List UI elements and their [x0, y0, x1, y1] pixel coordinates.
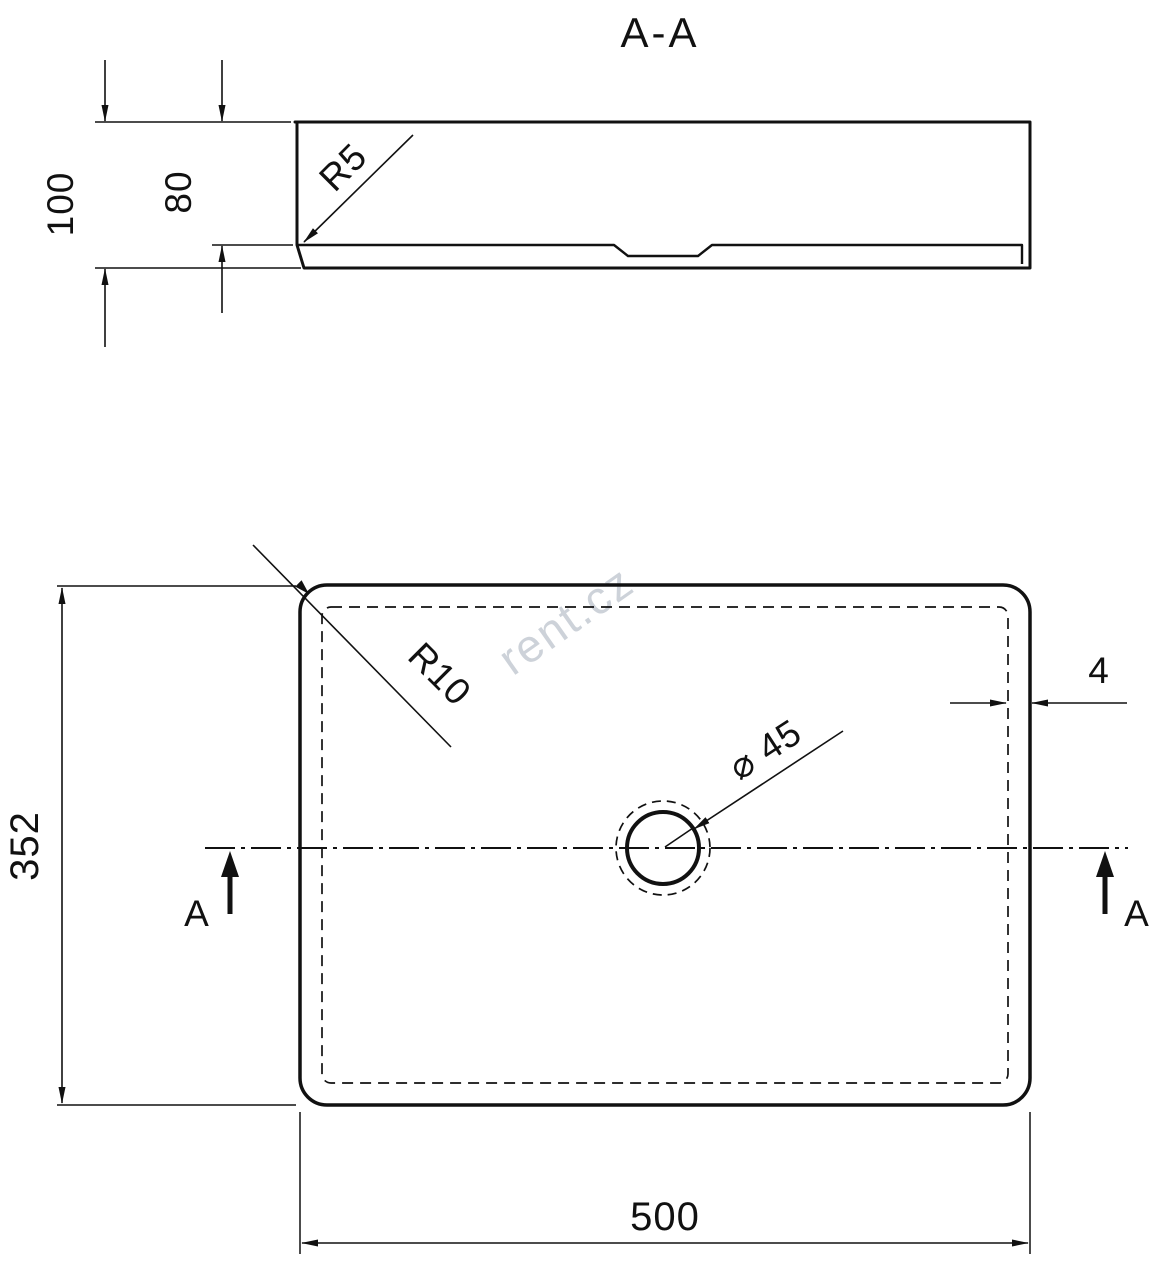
drain-diameter-label: ⌀ 45 — [721, 711, 809, 788]
section-cut-marker-right: A — [1096, 851, 1150, 934]
plan-inner-dashed-outline — [321, 606, 1009, 1084]
section-cut-arrowhead-left — [221, 851, 239, 877]
drain-leader — [693, 730, 844, 830]
r5-leader — [303, 134, 414, 243]
r10-label: R10 — [400, 635, 479, 714]
drain-hole-circle — [625, 810, 701, 886]
section-outline — [293, 120, 1032, 270]
section-marker-a-left-label: A — [184, 893, 210, 934]
section-cut-marker-left: A — [184, 851, 239, 934]
r10-leader — [252, 544, 452, 748]
section-basin-bottom-line — [298, 243, 1024, 264]
drain-leader-inner — [664, 827, 694, 848]
dim-80-label: 80 — [158, 170, 199, 213]
section-cut-arrowhead-right — [1096, 851, 1114, 877]
plan-outer-outline — [298, 583, 1032, 1107]
section-marker-a-right-label: A — [1124, 893, 1150, 934]
section-view: 100 80 R5 — [40, 60, 1032, 347]
dim-100-label: 100 — [40, 172, 81, 237]
dim-352-label: 352 — [3, 811, 47, 881]
watermark-text: rent.cz — [489, 555, 643, 685]
dim-500-label: 500 — [630, 1195, 700, 1239]
r10-arrowhead — [295, 580, 309, 594]
plan-view: rent.cz ⌀ 45 R10 4 352 — [3, 544, 1150, 1254]
wall-thickness-label: 4 — [1088, 650, 1110, 691]
drain-fitting-dashed-circle — [615, 800, 711, 896]
section-title: A-A — [620, 9, 699, 56]
